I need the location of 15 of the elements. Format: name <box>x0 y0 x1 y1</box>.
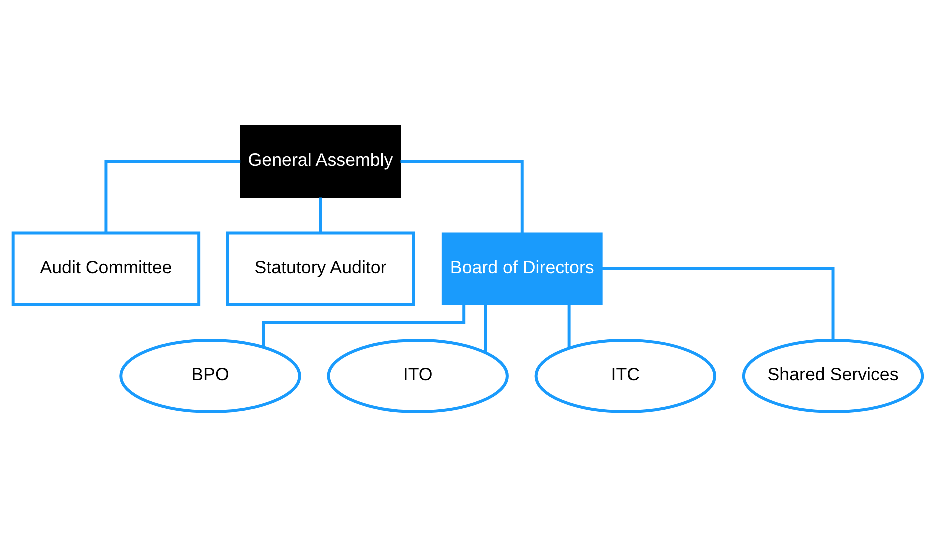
connector <box>602 267 835 340</box>
connector <box>400 160 524 232</box>
connector <box>319 197 322 232</box>
node-ellipse: Shared Services <box>742 338 924 414</box>
connector <box>104 160 241 232</box>
node-ellipse: ITC <box>534 338 717 414</box>
node-box: General Assembly <box>240 124 402 198</box>
node-box: Board of Directors <box>442 232 603 305</box>
connector <box>262 304 466 348</box>
connector <box>484 304 488 352</box>
node-ellipse: BPO <box>120 338 302 414</box>
node-box: Statutory Auditor <box>226 231 416 306</box>
connector <box>568 304 571 348</box>
node-box: Audit Committee <box>12 231 201 306</box>
node-ellipse: ITO <box>327 338 509 414</box>
